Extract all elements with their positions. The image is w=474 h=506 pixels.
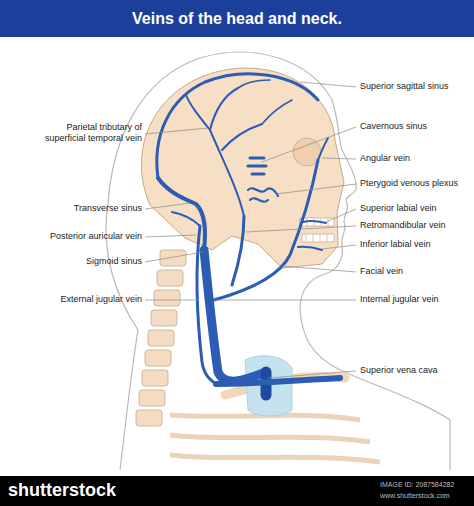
part-label: Parietal tributary of superficial tempor… <box>27 122 142 144</box>
veins <box>157 74 340 395</box>
part-label: Transverse sinus <box>74 203 142 214</box>
footer-logo: shutterstock <box>8 480 116 502</box>
footer-bar <box>0 476 474 506</box>
title-text: Veins of the head and neck. <box>0 9 474 28</box>
part-label: Posterior auricular vein <box>50 231 142 242</box>
vertebrae <box>136 250 186 426</box>
part-label: Superior vena cava <box>360 365 438 376</box>
ribs <box>170 415 380 462</box>
part-label: Angular vein <box>360 153 410 164</box>
part-label: Pterygoid venous plexus <box>360 178 458 189</box>
body-outline <box>106 52 450 470</box>
part-label: External jugular vein <box>60 294 142 305</box>
leader-lines <box>145 82 356 378</box>
part-label: Inferior labial vein <box>360 239 431 250</box>
part-label: Superior labial vein <box>360 203 437 214</box>
part-label: Facial vein <box>360 266 403 277</box>
footer-text: www.shutterstock.com <box>380 492 450 500</box>
title-band <box>0 0 474 37</box>
part-label: Superior sagittal sinus <box>360 81 449 92</box>
part-label: Internal jugular vein <box>360 294 439 305</box>
part-label: Cavernous sinus <box>360 121 427 132</box>
part-label: Retromandibular vein <box>360 220 446 231</box>
footer-text: IMAGE ID: 2087584282 <box>380 481 454 489</box>
part-label: Sigmoid sinus <box>86 256 142 267</box>
